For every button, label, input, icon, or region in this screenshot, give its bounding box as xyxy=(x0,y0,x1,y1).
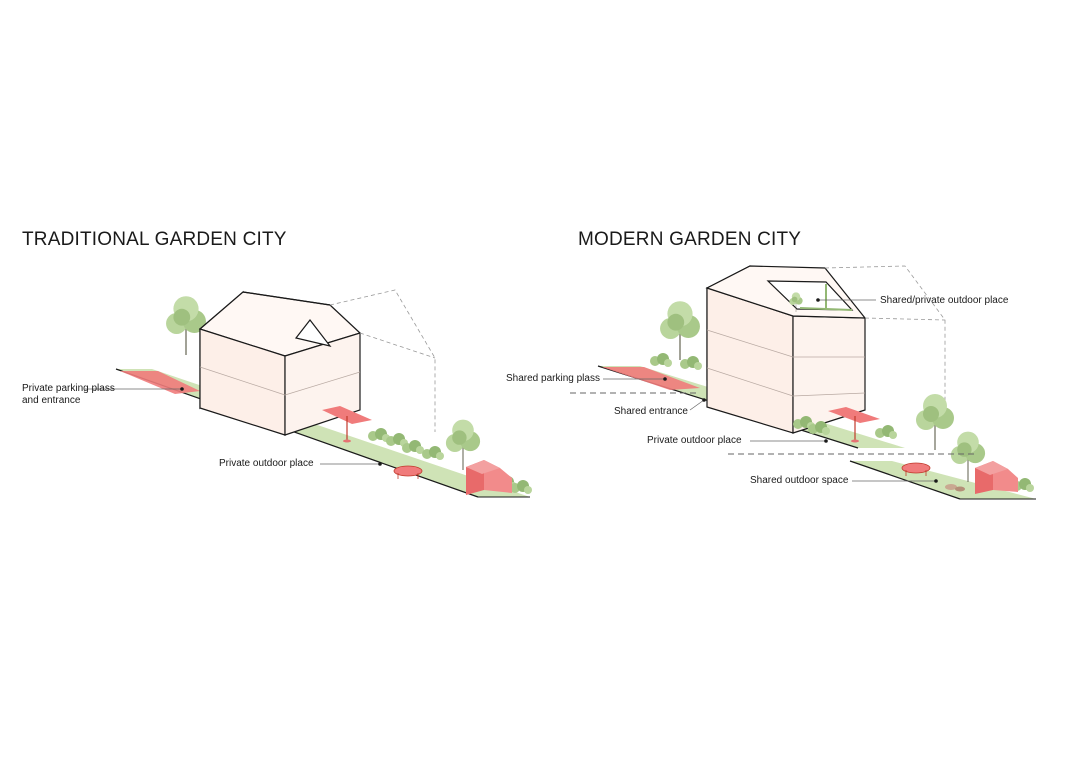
trad-parking-label: Private parking plass and entrance xyxy=(22,383,115,407)
traditional-title: TRADITIONAL GARDEN CITY xyxy=(22,229,287,250)
modern-title: MODERN GARDEN CITY xyxy=(578,229,802,250)
mod-shared-outdoor-label: Shared outdoor space xyxy=(750,475,849,486)
trad-outdoor-label: Private outdoor place xyxy=(219,458,314,469)
trad-parking-label-line2: and entrance xyxy=(22,395,81,406)
mod-parking-area xyxy=(602,367,700,390)
mod-roof-label: Shared/private outdoor place xyxy=(880,295,1009,306)
trad-parking-label-line1: Private parking plass xyxy=(22,383,115,394)
trad-umbrella xyxy=(322,406,372,443)
mod-umbrella xyxy=(828,407,880,443)
trad-shed xyxy=(466,460,512,495)
trad-parking-area xyxy=(120,371,200,394)
trad-roof-window xyxy=(294,319,332,347)
modern-diagram xyxy=(570,265,1036,500)
mod-shed xyxy=(975,461,1018,494)
trad-trampoline xyxy=(393,465,423,479)
mod-parking-label: Shared parking plass xyxy=(506,373,600,384)
mod-private-outdoor-label: Private outdoor place xyxy=(647,435,742,446)
traditional-diagram xyxy=(85,289,532,498)
mod-entrance-label: Shared entrance xyxy=(614,406,688,417)
mod-trampoline xyxy=(901,462,931,476)
